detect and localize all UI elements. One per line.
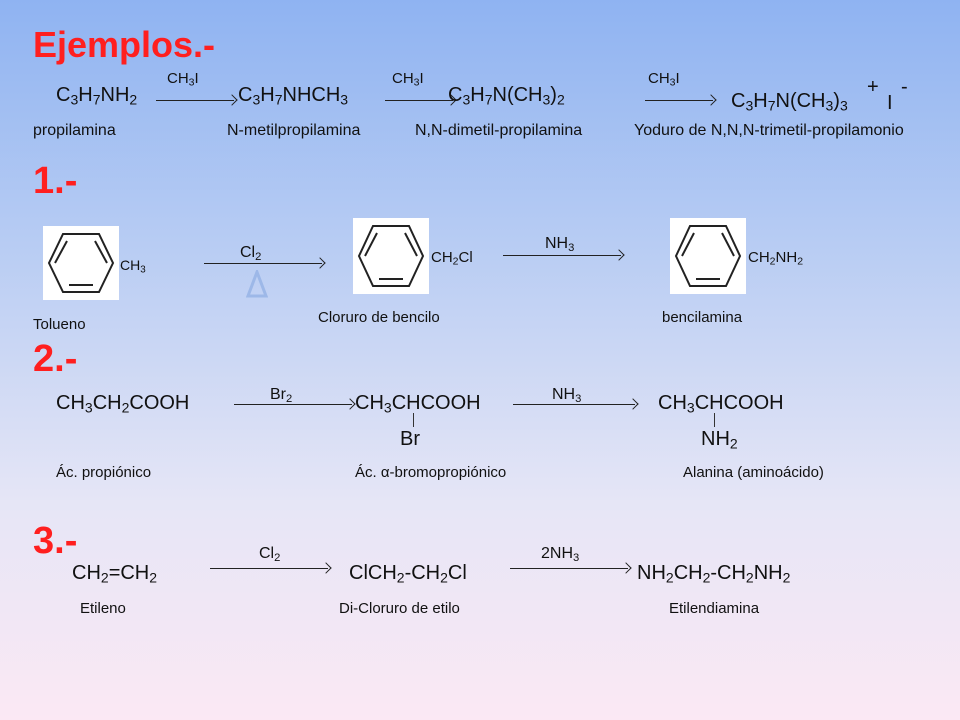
acido-bromopropionico-formula: CH3CHCOOH: [355, 392, 481, 416]
cation-charge: +: [867, 76, 879, 98]
name-tolueno: Tolueno: [33, 316, 86, 333]
n-metilpropilamina-formula: C3H7NHCH3: [238, 84, 349, 108]
bond-line-br: [413, 413, 414, 427]
alanina-formula: CH3CHCOOH: [658, 392, 784, 416]
name-n-n-dimetil-propilamina: N,N-dimetil-propilamina: [415, 122, 583, 139]
benzene-ring-cloruro-bencilo: [353, 218, 429, 294]
substituent-ch3: CH3: [120, 257, 146, 276]
example-3-label: 3.-: [33, 520, 78, 562]
reaction-arrow-1b: [503, 255, 621, 256]
benzene-ring-bencilamina: [670, 218, 746, 294]
substituent-ch2cl: CH2Cl: [431, 249, 473, 268]
trimetil-propilamonio-formula: C3H7N(CH3)3: [731, 90, 848, 114]
reagent-cl2-1: Cl2: [240, 244, 262, 263]
name-etileno: Etileno: [80, 600, 126, 617]
reaction-arrow-0c: [645, 100, 713, 101]
etilendiamina-formula: NH2CH2-CH2NH2: [637, 562, 791, 586]
substituent-nh2: NH2: [701, 428, 738, 452]
reagent-br2: Br2: [270, 386, 293, 405]
name-alanina: Alanina (aminoácido): [683, 464, 824, 481]
reagent-ch3i-2: CH3I: [392, 70, 424, 89]
reaction-arrow-1a: [204, 263, 322, 264]
n-n-dimetil-propilamina-formula: C3H7N(CH3)2: [448, 84, 565, 108]
propilamina-formula: C3H7NH2: [56, 84, 138, 108]
etileno-formula: CH2=CH2: [72, 562, 158, 586]
name-etilendiamina: Etilendiamina: [669, 600, 760, 617]
reagent-nh3-1: NH3: [545, 235, 575, 254]
benzene-ring-tolueno: [43, 226, 119, 300]
anion-charge: -: [901, 76, 908, 98]
name-cloruro-de-bencilo: Cloruro de bencilo: [318, 309, 440, 326]
heat-delta-icon: [246, 270, 268, 298]
name-bencilamina: bencilamina: [662, 309, 743, 326]
reagent-2nh3: 2NH3: [541, 545, 580, 564]
reagent-ch3i-1: CH3I: [167, 70, 199, 89]
name-propilamina: propilamina: [33, 122, 116, 139]
name-dicloruro-de-etilo: Di-Cloruro de etilo: [339, 600, 460, 617]
page-title: Ejemplos.-: [33, 24, 216, 65]
reaction-arrow-3b: [510, 568, 628, 569]
substituent-br: Br: [400, 428, 420, 450]
name-yoduro-trimetil-propilamonio: Yoduro de N,N,N-trimetil-propilamonio: [634, 122, 904, 139]
name-n-metilpropilamina: N-metilpropilamina: [227, 122, 361, 139]
reagent-cl2-2: Cl2: [259, 545, 281, 564]
dicloruro-etilo-formula: ClCH2-CH2Cl: [349, 562, 467, 586]
reaction-arrow-2a: [234, 404, 352, 405]
iodide-anion: I: [887, 92, 893, 114]
substituent-ch2nh2: CH2NH2: [748, 249, 804, 268]
reaction-arrow-3a: [210, 568, 328, 569]
name-acido-bromopropionico: Ác. α-bromopropiónico: [355, 464, 507, 481]
reaction-arrow-2b: [513, 404, 635, 405]
reaction-arrow-0a: [156, 100, 234, 101]
acido-propionico-formula: CH3CH2COOH: [56, 392, 190, 416]
example-1-label: 1.-: [33, 160, 78, 202]
example-2-label: 2.-: [33, 338, 78, 380]
name-acido-propionico: Ác. propiónico: [56, 464, 152, 481]
reaction-arrow-0b: [385, 100, 453, 101]
reagent-ch3i-3: CH3I: [648, 70, 680, 89]
bond-line-nh2: [714, 413, 715, 427]
reagent-nh3-2: NH3: [552, 386, 582, 405]
